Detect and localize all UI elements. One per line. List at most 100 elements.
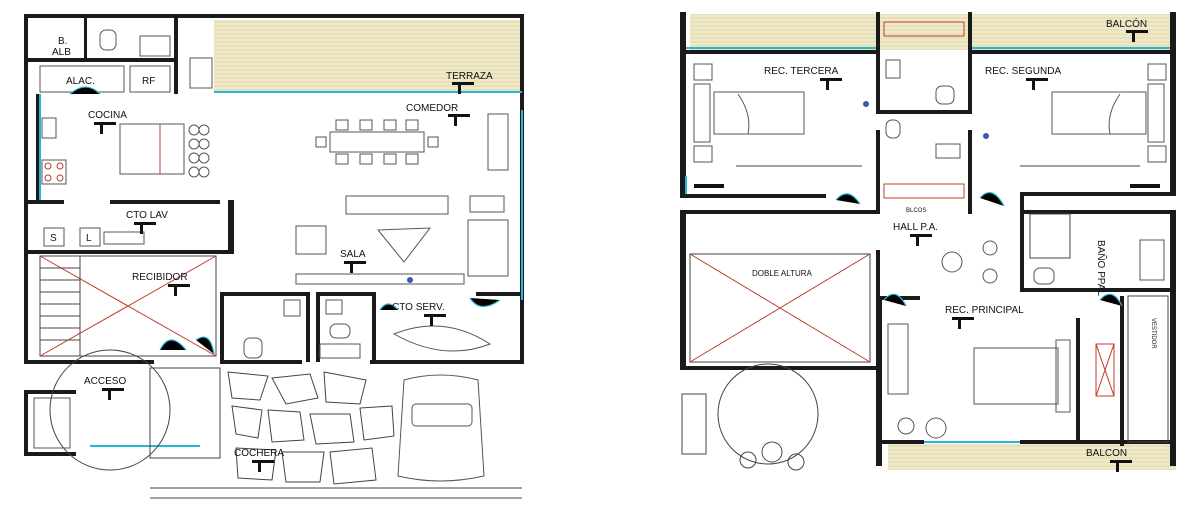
double-height-void: [689, 253, 871, 363]
hall-table: [941, 251, 963, 273]
wall: [24, 360, 154, 364]
room-label-rec-segunda: REC. SEGUNDA: [985, 66, 1061, 77]
kitchen-island: [119, 123, 185, 175]
nightstand: [1147, 63, 1167, 81]
room-label-balcon: BALCON: [1086, 448, 1127, 459]
bed: [713, 91, 805, 135]
room-label-blcos: BLCOS: [906, 208, 926, 214]
bench: [33, 397, 71, 449]
room-label-bano-ppal: BAÑO PPAL: [1095, 240, 1108, 296]
stair-steps: [40, 256, 81, 356]
headboard: [1055, 339, 1071, 413]
wall: [686, 210, 880, 214]
dryer: [79, 227, 101, 247]
wall: [1020, 210, 1176, 214]
stair-area: [39, 255, 217, 357]
armchair: [295, 225, 327, 255]
room-label-vestidor: VESTIDOR: [1150, 318, 1156, 349]
wall: [24, 390, 28, 456]
planter-circle: [49, 349, 171, 471]
stove: [41, 159, 67, 185]
bed: [973, 347, 1059, 405]
door-swings: [69, 86, 501, 355]
wall: [876, 130, 880, 214]
roof-circle: [717, 363, 819, 465]
room-label-alac: ALAC.: [66, 76, 95, 87]
cobblestone: [227, 371, 395, 485]
wall: [36, 94, 40, 202]
room-label-sala: SALA: [340, 249, 366, 260]
wall: [316, 292, 320, 362]
wall: [316, 292, 376, 296]
dryer-label: L: [86, 233, 92, 244]
car-windshield: [411, 403, 473, 427]
bench: [681, 393, 707, 455]
speaker-icon: [407, 277, 413, 283]
wall: [306, 292, 310, 362]
room-label-b-alb: ALB: [52, 47, 71, 58]
bed-sheet-fold: [1108, 93, 1121, 135]
shower: [319, 343, 361, 359]
stair-cross: [39, 255, 217, 357]
upper-floor-plan: BALCÓN REC. TERCERA REC. SEGUNDA HALL P.…: [680, 12, 1176, 472]
bed-sheet-fold: [737, 93, 750, 135]
level-markers: [820, 30, 1148, 472]
balcon-top-deck: [690, 14, 1170, 50]
wall: [372, 292, 376, 362]
terraza-deck: [214, 20, 522, 92]
room-label-comedor: COMEDOR: [406, 103, 458, 114]
toilet: [329, 323, 351, 339]
room-label-terraza: TERRAZA: [446, 71, 493, 82]
drain-icon: [863, 101, 869, 107]
toilet: [885, 119, 901, 139]
headboard: [1147, 83, 1165, 143]
bath-sink: [325, 299, 343, 315]
tub: [883, 183, 965, 199]
wall: [24, 14, 28, 364]
bed: [392, 325, 492, 352]
room-label-balcon: BALCÓN: [1106, 17, 1147, 30]
headboard: [693, 83, 711, 143]
wall: [370, 360, 524, 364]
entry-steps: [149, 367, 221, 459]
toilet: [1033, 267, 1055, 285]
wall: [24, 452, 76, 456]
drain-icon: [983, 133, 989, 139]
wall: [24, 390, 76, 394]
toilet: [935, 85, 955, 105]
stools: [188, 124, 210, 178]
wall: [228, 200, 234, 252]
wall: [876, 12, 880, 114]
tv-console: [295, 273, 465, 285]
wall: [1020, 192, 1176, 196]
side-table: [925, 417, 947, 439]
vanity-cross: [1095, 343, 1115, 397]
wall: [476, 292, 524, 296]
sideboard: [487, 113, 509, 171]
wall: [1170, 210, 1176, 466]
bath-sink: [935, 143, 961, 159]
wall: [220, 360, 302, 364]
closet: [1127, 295, 1169, 443]
dining-table: [329, 131, 425, 153]
wall: [968, 130, 972, 214]
level-marker: [694, 184, 724, 188]
tub: [883, 21, 965, 37]
level-marker: [1130, 184, 1160, 188]
toilet: [243, 337, 263, 359]
bath-sink: [283, 299, 301, 317]
hall-chair: [982, 240, 998, 256]
hall-chair: [982, 268, 998, 284]
side-table: [469, 195, 505, 213]
room-label-b-alb: B.: [58, 36, 67, 47]
sofa-side: [467, 219, 509, 277]
nightstand: [693, 63, 713, 81]
vanity: [1095, 343, 1115, 397]
wall: [876, 440, 924, 444]
bed: [1051, 91, 1147, 135]
nightstand: [693, 145, 713, 163]
wall: [680, 366, 876, 370]
room-label-cto-lav: CTO LAV: [126, 210, 168, 221]
bath-sink: [1139, 239, 1165, 281]
